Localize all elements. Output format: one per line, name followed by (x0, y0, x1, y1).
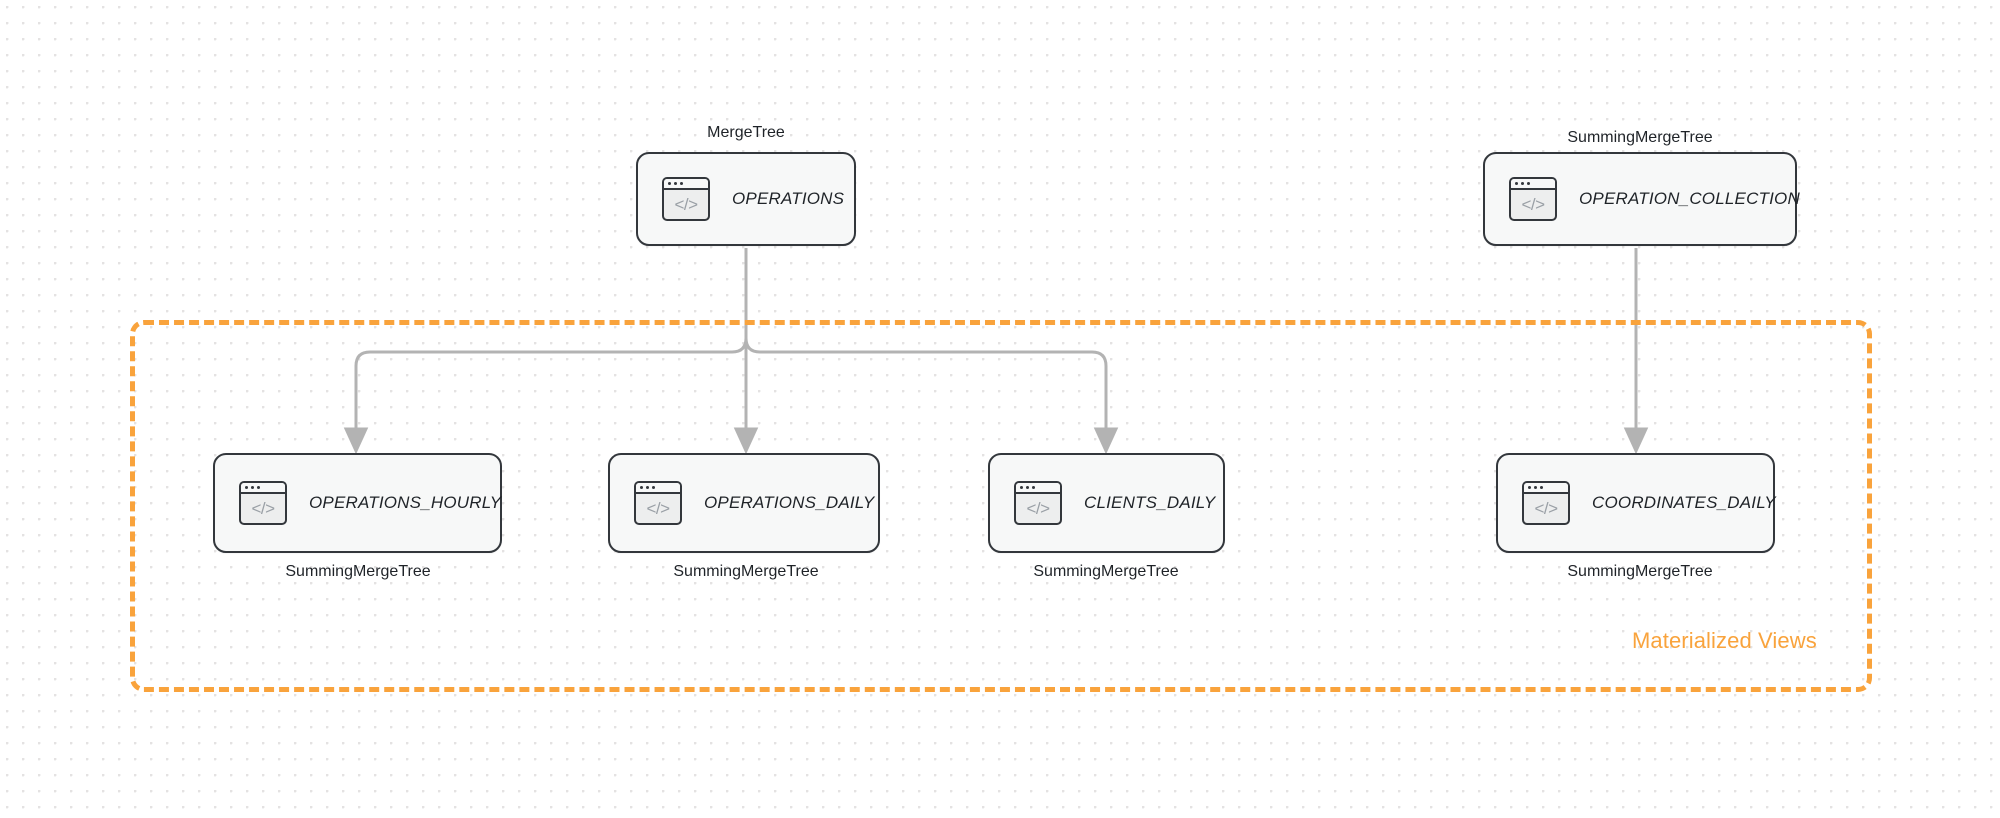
node-operations-hourly[interactable]: </> OPERATIONS_HOURLY (213, 453, 502, 553)
node-operation-collection[interactable]: </> OPERATION_COLLECTION (1483, 152, 1800, 246)
icon-dot (1528, 485, 1532, 490)
icon-titlebar (1524, 483, 1568, 494)
node-operations[interactable]: </> OPERATIONS (636, 152, 856, 246)
code-window-icon: </> (634, 481, 682, 525)
icon-dot (680, 181, 684, 186)
icon-dot (652, 485, 656, 490)
node-label: COORDINATES_DAILY (1592, 493, 1776, 512)
caption-coordinates-daily-engine: SummingMergeTree (1567, 563, 1713, 580)
code-window-icon: </> (239, 481, 287, 525)
icon-titlebar (664, 179, 708, 190)
icon-titlebar (636, 483, 680, 494)
icon-code-glyph: </> (251, 498, 275, 518)
icon-code-glyph: </> (1534, 498, 1558, 518)
materialized-views-group (130, 320, 1872, 692)
node-clients-daily[interactable]: </> CLIENTS_DAILY (988, 453, 1225, 553)
icon-code-glyph: </> (1026, 498, 1050, 518)
code-window-icon: </> (662, 177, 710, 221)
node-label: OPERATION_COLLECTION (1579, 189, 1800, 208)
icon-dot (646, 485, 650, 490)
icon-dot (1020, 485, 1024, 490)
code-window-icon: </> (1509, 177, 1557, 221)
node-label: OPERATIONS_DAILY (704, 493, 875, 512)
icon-code-glyph: </> (646, 498, 670, 518)
icon-dot (1534, 485, 1538, 490)
icon-dot (1527, 181, 1531, 186)
icon-dot (668, 181, 672, 186)
icon-dot (1515, 181, 1519, 186)
icon-titlebar (1016, 483, 1060, 494)
icon-dot (251, 485, 255, 490)
code-window-icon: </> (1014, 481, 1062, 525)
node-label: OPERATIONS_HOURLY (309, 493, 502, 512)
caption-operation-collection-engine: SummingMergeTree (1567, 129, 1713, 146)
icon-dot (640, 485, 644, 490)
icon-dot (1521, 181, 1525, 186)
icon-dot (1032, 485, 1036, 490)
node-operations-daily[interactable]: </> OPERATIONS_DAILY (608, 453, 880, 553)
icon-dot (245, 485, 249, 490)
caption-clients-daily-engine: SummingMergeTree (1033, 563, 1179, 580)
node-label: OPERATIONS (732, 189, 845, 208)
node-label: CLIENTS_DAILY (1084, 493, 1216, 512)
caption-operations-hourly-engine: SummingMergeTree (285, 563, 431, 580)
code-window-icon: </> (1522, 481, 1570, 525)
icon-code-glyph: </> (674, 194, 698, 214)
icon-dot (1540, 485, 1544, 490)
icon-code-glyph: </> (1521, 194, 1545, 214)
icon-dot (674, 181, 678, 186)
caption-operations-engine: MergeTree (707, 124, 785, 141)
materialized-views-group-label: Materialized Views (1632, 628, 1817, 653)
icon-dot (257, 485, 261, 490)
icon-dot (1026, 485, 1030, 490)
icon-titlebar (241, 483, 285, 494)
icon-titlebar (1511, 179, 1555, 190)
node-coordinates-daily[interactable]: </> COORDINATES_DAILY (1496, 453, 1776, 553)
caption-operations-daily-engine: SummingMergeTree (673, 563, 819, 580)
